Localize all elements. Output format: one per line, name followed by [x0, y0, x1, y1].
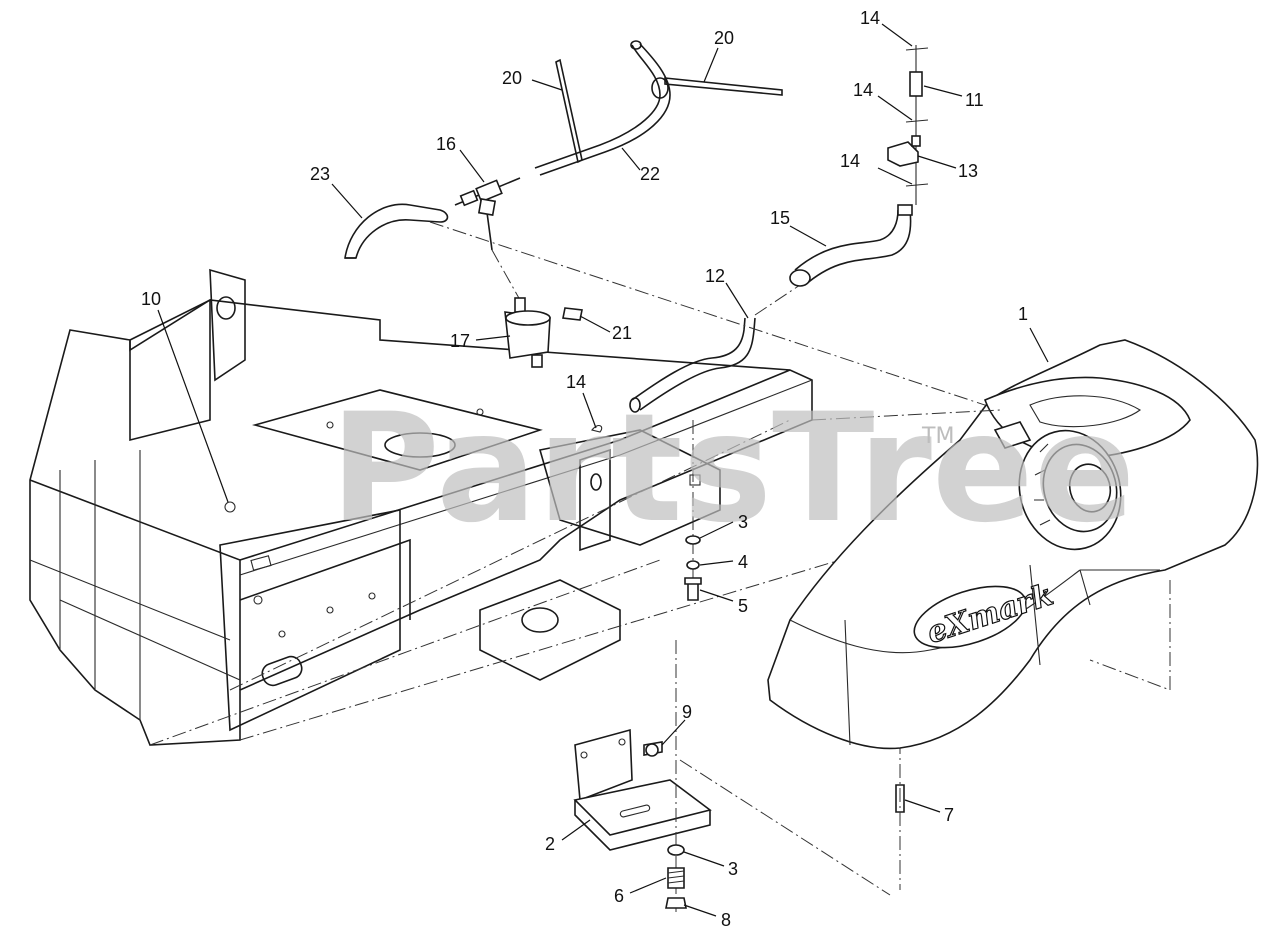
- callout-16: 16: [436, 134, 456, 154]
- callout-15: 15: [770, 208, 790, 228]
- mount-bracket: [573, 420, 905, 912]
- fuel-tank: eXmark: [767, 339, 1259, 750]
- callout-12: 12: [705, 266, 725, 286]
- callout-21: 21: [612, 323, 632, 343]
- callout-20: 20: [502, 68, 522, 88]
- callout-3: 3: [738, 512, 748, 532]
- callout-20: 20: [714, 28, 734, 48]
- callout-23: 23: [310, 164, 330, 184]
- callout-5: 5: [738, 596, 748, 616]
- watermark-text: PartsTree: [330, 382, 1135, 556]
- callout-1: 1: [1018, 304, 1028, 324]
- callout-14: 14: [840, 151, 860, 171]
- callout-14: 14: [860, 8, 880, 28]
- callout-4: 4: [738, 552, 748, 572]
- callout-2: 2: [545, 834, 555, 854]
- callout-11: 11: [965, 90, 984, 110]
- callout-3: 3: [728, 859, 738, 879]
- callout-14: 14: [853, 80, 873, 100]
- callouts: 1 2 3 3 4 5 6 7 8 9 10 11 12 13 14 14 14…: [141, 8, 1028, 930]
- fuel-lines: [344, 40, 1001, 433]
- callout-9: 9: [682, 702, 692, 722]
- leader-lines: [157, 23, 1049, 917]
- callout-14: 14: [566, 372, 586, 392]
- callout-22: 22: [640, 164, 660, 184]
- chassis-frame: [29, 268, 841, 746]
- callout-17: 17: [450, 331, 470, 351]
- watermark: PartsTree TM: [330, 382, 1135, 556]
- callout-6: 6: [614, 886, 624, 906]
- watermark-trademark: TM: [921, 424, 954, 449]
- callout-8: 8: [721, 910, 731, 930]
- callout-7: 7: [944, 805, 954, 825]
- callout-13: 13: [958, 161, 978, 181]
- callout-10: 10: [141, 289, 161, 309]
